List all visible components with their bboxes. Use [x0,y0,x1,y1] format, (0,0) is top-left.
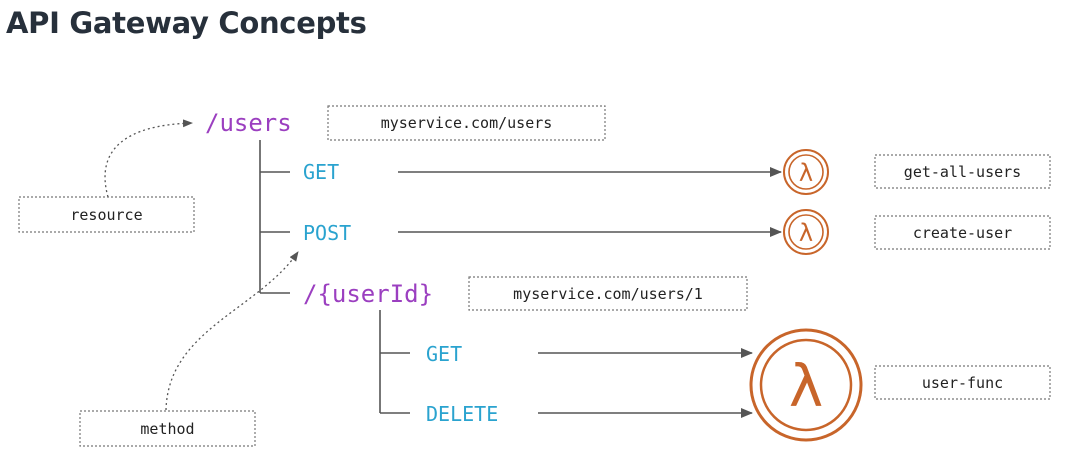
method-userid-delete: DELETE [426,402,498,426]
method-arrows [398,167,782,418]
resource-annotation-box: resource [18,196,195,233]
users-url-label: myservice.com/users [381,114,553,132]
method-users-post: POST [303,221,351,245]
lambda-icon: λ [749,328,863,442]
method-pointer-arrow [165,251,299,411]
method-annotation-label: method [140,420,194,438]
page-title: API Gateway Concepts [6,6,367,40]
lambda-icon: λ [783,149,829,195]
annotation-arrows [104,119,299,411]
lambda-icon: λ [783,209,829,255]
method-annotation-box: method [79,410,256,447]
create-user-box: create-user [874,215,1051,250]
get-all-users-box: get-all-users [874,154,1051,189]
user-func-label: user-func [922,374,1003,392]
get-all-users-label: get-all-users [904,163,1021,181]
lambda-symbol: λ [799,159,813,187]
method-users-get: GET [303,160,339,184]
lambda-symbol: λ [789,352,823,420]
user-func-box: user-func [874,365,1051,400]
userid-url-label: myservice.com/users/1 [513,285,703,303]
resource-pointer-arrow [104,119,193,198]
resource-users: /users [205,109,292,137]
users-url-box: myservice.com/users [327,105,606,141]
create-user-label: create-user [913,224,1012,242]
resource-userid: /{userId} [303,280,433,308]
lambda-symbol: λ [799,219,813,247]
tree-connectors [259,140,410,414]
userid-url-box: myservice.com/users/1 [468,276,748,311]
method-userid-get: GET [426,342,462,366]
resource-annotation-label: resource [70,206,142,224]
